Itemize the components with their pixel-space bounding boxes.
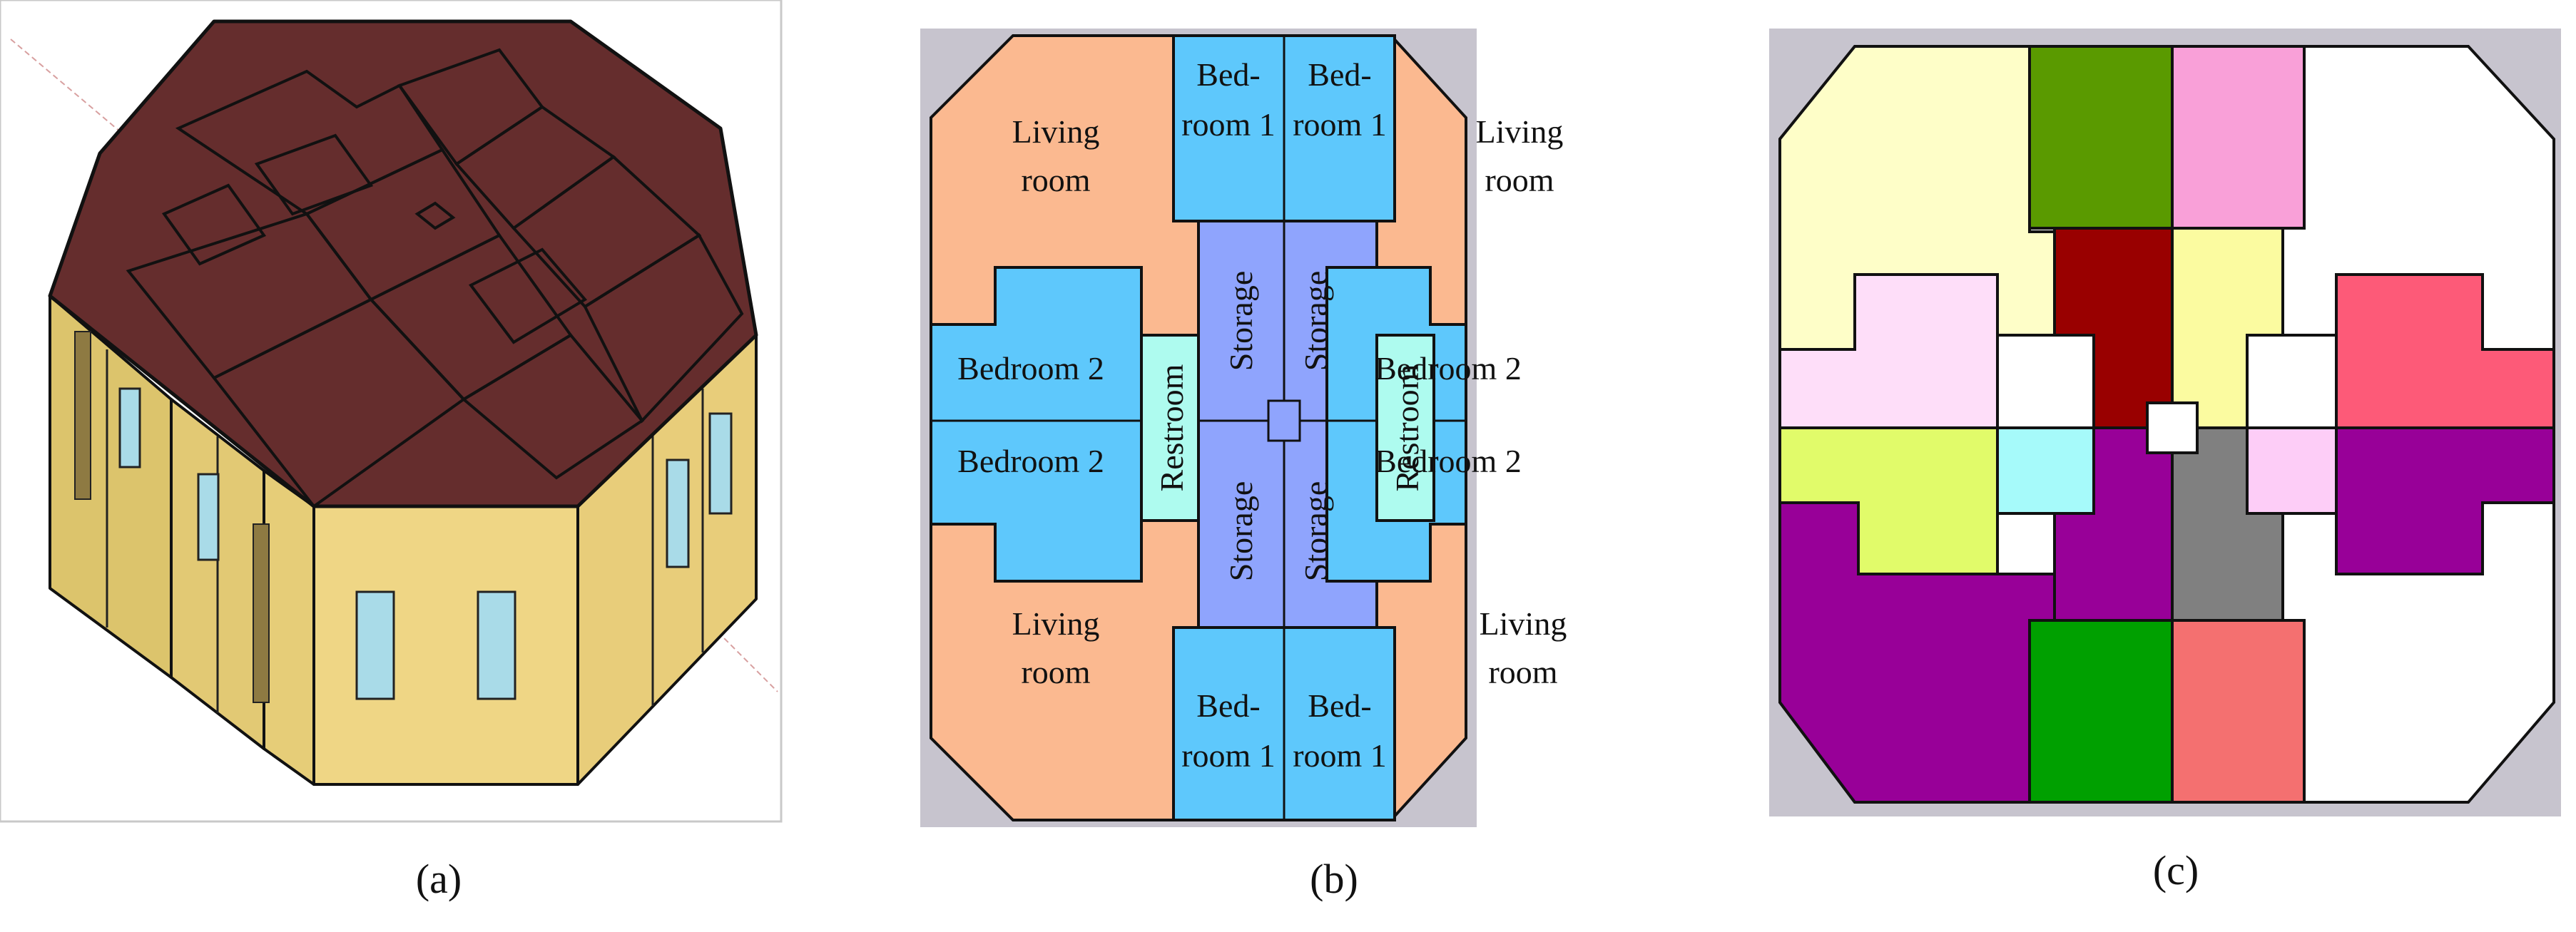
window <box>197 473 220 561</box>
window <box>355 590 395 700</box>
label-bedroom-1-tl-2: room 1 <box>1181 106 1276 143</box>
axis-guide-line <box>10 39 172 175</box>
label-restroom-left: Restroom <box>1154 364 1190 491</box>
door <box>74 331 91 500</box>
label-bedroom-1-br-1: Bed- <box>1308 687 1371 724</box>
label-bedroom-1-tr-1: Bed- <box>1308 56 1371 93</box>
roof <box>48 19 758 508</box>
wall-corner <box>263 469 315 786</box>
central-core <box>1267 399 1301 442</box>
label-living-room-tl-1: Living <box>1012 113 1100 150</box>
zone <box>2171 619 2306 804</box>
label-bedroom-2-rt: Bedroom 2 <box>1375 350 1522 386</box>
label-bedroom-1-bl-1: Bed- <box>1196 687 1260 724</box>
window <box>118 387 141 468</box>
windows <box>118 387 733 700</box>
label-storage-br: Storage <box>1298 481 1334 582</box>
label-bedroom-1-tl-1: Bed- <box>1196 56 1260 93</box>
restroom-left <box>1140 334 1200 522</box>
zone <box>2028 45 2174 230</box>
label-living-room-br-1: Living <box>1480 605 1567 642</box>
label-storage-tr: Storage <box>1298 271 1334 372</box>
wall-seams <box>106 349 704 713</box>
label-living-room-br-2: room <box>1488 654 1557 690</box>
door <box>253 523 270 703</box>
window <box>666 459 690 568</box>
label-bedroom-1-tr-2: room 1 <box>1293 106 1387 143</box>
label-living-room-bl-1: Living <box>1012 605 1100 642</box>
central-core-c <box>2146 401 2199 454</box>
panel-a-3d-model <box>0 0 783 823</box>
zone <box>1996 334 2095 429</box>
zone <box>2246 334 2338 429</box>
label-storage-bl: Storage <box>1223 481 1259 582</box>
window <box>708 412 733 515</box>
label-living-room-tr-1: Living <box>1476 113 1564 150</box>
caption-a: (a) <box>416 856 462 902</box>
zone <box>2171 45 2306 230</box>
zone <box>2335 426 2555 575</box>
caption-c: (c) <box>2153 847 2199 893</box>
label-living-room-tr-2: room <box>1485 162 1554 198</box>
label-bedroom-2-lb: Bedroom 2 <box>957 443 1104 479</box>
label-bedroom-2-rb: Bedroom 2 <box>1375 443 1522 479</box>
label-restroom-right: Restroom <box>1389 364 1425 491</box>
wall-front <box>312 505 579 786</box>
zone <box>2028 619 2174 804</box>
bedroom-2-left <box>930 266 1143 583</box>
label-bedroom-1-br-2: room 1 <box>1293 737 1387 774</box>
restroom-right <box>1375 334 1435 522</box>
roof-room-outlines <box>126 48 744 508</box>
label-living-room-tl-2: room <box>1021 162 1090 198</box>
caption-b: (b) <box>1310 856 1358 902</box>
panel-c-zone-map <box>1769 29 2561 816</box>
panel-b-floor-plan: Living room Living room Living room Livi… <box>920 29 1567 827</box>
zone <box>2246 426 2338 515</box>
window <box>477 590 516 700</box>
zone <box>1996 426 2095 515</box>
label-living-room-bl-2: room <box>1021 654 1090 690</box>
label-storage-tl: Storage <box>1223 271 1259 372</box>
label-bedroom-2-lt: Bedroom 2 <box>957 350 1104 386</box>
label-bedroom-1-bl-2: room 1 <box>1181 737 1276 774</box>
